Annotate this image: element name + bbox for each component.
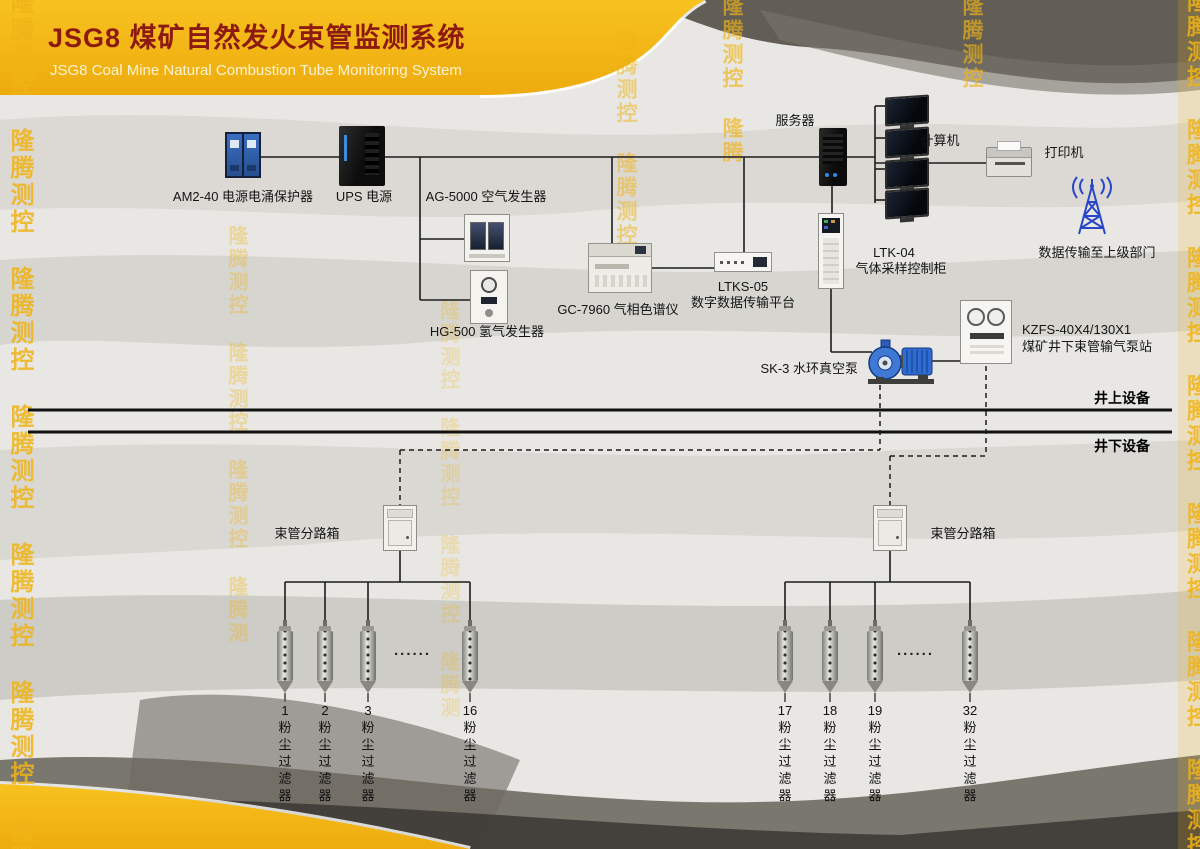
filter-number: 19 (867, 703, 883, 718)
filter-label-19: 19 粉尘过滤器 (866, 702, 884, 804)
filter-name: 粉尘过滤器 (463, 720, 477, 803)
vacuum-pump-device (868, 339, 934, 384)
antenna-icon (1072, 176, 1112, 235)
filter-number: 1 (281, 703, 289, 718)
underground-zone-label: 井下设备 (1094, 438, 1150, 454)
printer-label: 打印机 (1044, 145, 1084, 160)
computer-monitors (885, 94, 929, 226)
sampling-cabinet-model: LTK-04 (873, 245, 915, 260)
filter-name: 粉尘过滤器 (278, 720, 292, 803)
branch-box-right-label: 束管分路箱 (930, 526, 996, 541)
surge-protector-device (225, 132, 261, 178)
air-generator-device (464, 214, 510, 262)
filter-name: 粉尘过滤器 (868, 720, 882, 803)
sampling-cabinet-name: 气体采样控制柜 (855, 261, 947, 276)
chromatograph-label: GC-7960 气相色谱仪 (557, 302, 679, 317)
surge-protector-label: AM2-40 电源电涌保护器 (172, 189, 314, 204)
surface-zone-label: 井上设备 (1094, 390, 1150, 406)
filter-number: 17 (777, 703, 793, 718)
air-generator-label: AG-5000 空气发生器 (425, 189, 547, 204)
filter-name: 粉尘过滤器 (823, 720, 837, 803)
pump-station-device (960, 300, 1012, 364)
filter-label-17: 17 粉尘过滤器 (776, 702, 794, 804)
dust-filter (277, 620, 293, 702)
filter-number: 32 (962, 703, 978, 718)
branch-box-left-label: 束管分路箱 (274, 526, 340, 541)
server-label: 服务器 (775, 113, 815, 128)
filter-number: 2 (321, 703, 329, 718)
dust-filter (822, 620, 838, 702)
dust-filter (867, 620, 883, 702)
filter-name: 粉尘过滤器 (778, 720, 792, 803)
filter-label-18: 18 粉尘过滤器 (821, 702, 839, 804)
uplink-label: 数据传输至上级部门 (1038, 245, 1156, 260)
hydrogen-generator-device (470, 270, 508, 324)
filter-label-2: 2 粉尘过滤器 (316, 702, 334, 804)
branch-box-left-device (383, 505, 417, 551)
pump-station-model: KZFS-40X4/130X1 (1022, 322, 1132, 337)
filter-name: 粉尘过滤器 (963, 720, 977, 803)
dust-filter (462, 620, 478, 702)
monitor-icon (885, 157, 929, 190)
monitor-icon (885, 187, 929, 220)
filter-number: 18 (822, 703, 838, 718)
monitor-icon (885, 94, 929, 127)
server-device (819, 128, 847, 186)
ups-label: UPS 电源 (335, 189, 393, 204)
dust-filter (962, 620, 978, 702)
filter-ellipsis: ...... (394, 642, 432, 659)
computer-label: 计算机 (920, 133, 960, 148)
transmission-platform-model: LTKS-05 (717, 279, 769, 294)
filter-label-1: 1 粉尘过滤器 (276, 702, 294, 804)
dust-filter (360, 620, 376, 702)
page-subtitle: JSG8 Coal Mine Natural Combustion Tube M… (50, 62, 462, 79)
dust-filter (777, 620, 793, 702)
sampling-cabinet-device (818, 213, 844, 289)
filter-label-32: 32 粉尘过滤器 (961, 702, 979, 804)
chromatograph-device (588, 243, 652, 293)
page-title: JSG8 煤矿自然发火束管监测系统 (48, 23, 466, 53)
filter-number: 16 (462, 703, 478, 718)
filter-label-3: 3 粉尘过滤器 (359, 702, 377, 804)
filter-ellipsis: ...... (897, 642, 935, 659)
pump-station-name: 煤矿井下束管输气泵站 (1022, 339, 1153, 354)
vacuum-pump-label: SK-3 水环真空泵 (760, 361, 858, 376)
filter-name: 粉尘过滤器 (318, 720, 332, 803)
transmission-platform-name: 数字数据传输平台 (690, 295, 795, 310)
transmission-platform-device (714, 252, 772, 272)
filter-number: 3 (364, 703, 372, 718)
filter-label-16: 16 粉尘过滤器 (461, 702, 479, 804)
ups-device (339, 126, 385, 186)
filter-name: 粉尘过滤器 (361, 720, 375, 803)
branch-box-right-device (873, 505, 907, 551)
dust-filter (317, 620, 333, 702)
hydrogen-generator-label: HG-500 氢气发生器 (429, 324, 545, 339)
printer-device (986, 147, 1032, 177)
